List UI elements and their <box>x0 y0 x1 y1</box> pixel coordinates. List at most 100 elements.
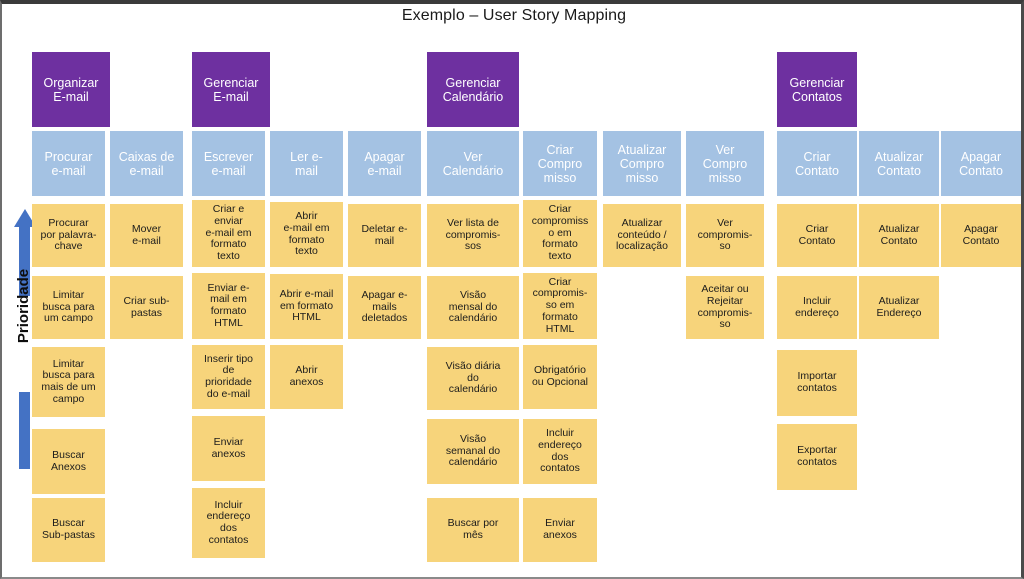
arrow-shaft-bottom <box>19 392 30 469</box>
story-card-criar-sub-pastas[interactable]: Criar sub-pastas <box>110 276 183 339</box>
story-card-deletar-e-mail[interactable]: Deletar e-mail <box>348 204 421 267</box>
page-title: Exemplo – User Story Mapping <box>401 7 627 24</box>
activity-card-label: Ler e-mail <box>290 149 323 178</box>
arrow-up-icon <box>14 209 36 227</box>
story-card-label: Deletar e-mail <box>361 222 408 247</box>
arrow-shaft-top <box>19 226 30 296</box>
story-card-label: Criar sub-pastas <box>123 294 170 319</box>
activity-card-ler-e-mail[interactable]: Ler e-mail <box>270 131 343 196</box>
